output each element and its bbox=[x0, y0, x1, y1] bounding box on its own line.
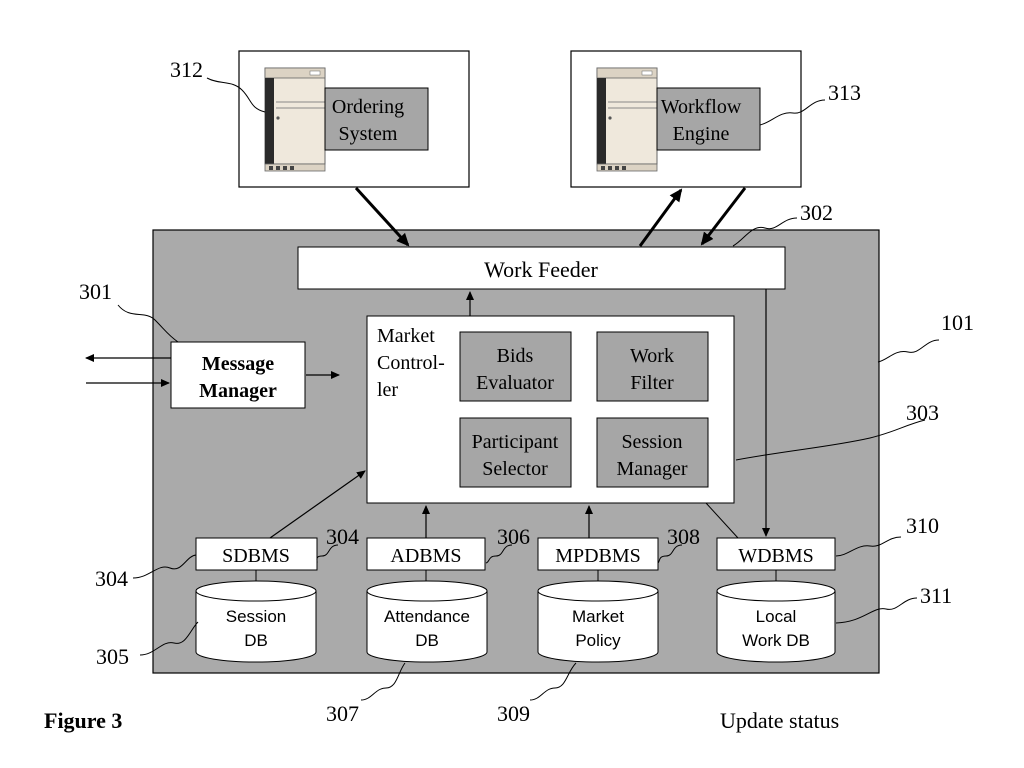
leader-313 bbox=[759, 99, 826, 126]
leader-308 bbox=[657, 544, 683, 564]
attendance-db-line2: DB bbox=[415, 631, 439, 650]
message-manager-label-line1: Message bbox=[202, 353, 274, 375]
arrow-workflow-to-feeder bbox=[700, 187, 747, 246]
work-filter-line1: Work bbox=[630, 345, 674, 367]
arrow-ordering-to-feeder bbox=[354, 186, 410, 247]
market-policy-line2: Policy bbox=[575, 631, 621, 650]
ref-301: 301 bbox=[79, 279, 112, 304]
workflow-server-icon bbox=[596, 67, 658, 172]
line-controller-to-wdbms bbox=[705, 502, 739, 539]
reference-leaders bbox=[117, 77, 940, 701]
mpdbms-box: MPDBMS bbox=[537, 537, 659, 571]
work-filter-line2: Filter bbox=[630, 372, 674, 394]
leader-311 bbox=[835, 597, 918, 624]
workflow-engine-label-line2: Engine bbox=[673, 123, 730, 145]
ref-311: 311 bbox=[920, 583, 952, 608]
session-db-cylinder: Session DB bbox=[195, 580, 317, 663]
ordering-server-icon bbox=[264, 67, 326, 172]
sdbms-box: SDBMS bbox=[195, 537, 318, 571]
session-db-line1: Session bbox=[226, 607, 286, 626]
message-manager-label-line2: Manager bbox=[199, 380, 277, 402]
wdbms-label: WDBMS bbox=[738, 545, 814, 567]
local-work-db-cylinder: Local Work DB bbox=[716, 580, 836, 663]
ordering-system-label-line1: Ordering bbox=[332, 96, 404, 118]
ordering-system-label-box bbox=[324, 87, 429, 151]
market-policy-cylinder: Market Policy bbox=[537, 580, 659, 663]
work-feeder-box: Work Feeder bbox=[297, 246, 786, 290]
participant-selector-module: Participant Selector bbox=[459, 417, 572, 488]
local-work-db-line1: Local bbox=[756, 607, 797, 626]
local-work-db-line2: Work DB bbox=[742, 631, 810, 650]
sdbms-label: SDBMS bbox=[222, 545, 290, 567]
session-manager-module: Session Manager bbox=[596, 417, 709, 488]
session-manager-line1: Session bbox=[621, 431, 682, 453]
ref-303: 303 bbox=[906, 400, 939, 425]
leader-309 bbox=[529, 662, 577, 701]
ref-307: 307 bbox=[326, 701, 359, 726]
workflow-engine-panel: Workflow Engine bbox=[570, 50, 802, 188]
leader-306 bbox=[485, 544, 513, 564]
participant-selector-line1: Participant bbox=[472, 431, 559, 453]
leader-304-left bbox=[132, 554, 197, 579]
market-policy-line1: Market bbox=[572, 607, 624, 626]
work-filter-module: Work Filter bbox=[596, 331, 709, 402]
workflow-engine-label-line1: Workflow bbox=[661, 96, 742, 118]
adbms-box: ADBMS bbox=[366, 537, 486, 571]
adbms-label: ADBMS bbox=[390, 545, 461, 567]
ref-308: 308 bbox=[667, 524, 700, 549]
bids-evaluator-line1: Bids bbox=[497, 345, 534, 367]
ref-305: 305 bbox=[96, 644, 129, 669]
ref-101: 101 bbox=[941, 310, 974, 335]
arrow-sdbms-to-controller bbox=[269, 470, 366, 539]
market-controller-box: Market Control- ler Bids Evaluator Work … bbox=[366, 315, 735, 504]
bids-evaluator-line2: Evaluator bbox=[476, 372, 554, 394]
attendance-db-line1: Attendance bbox=[384, 607, 470, 626]
arrows bbox=[85, 186, 770, 539]
update-status-note: Update status bbox=[720, 708, 839, 733]
bids-evaluator-module: Bids Evaluator bbox=[459, 331, 572, 402]
leader-301 bbox=[117, 304, 179, 343]
arrow-feeder-to-workflow bbox=[638, 188, 683, 247]
leader-303 bbox=[735, 419, 926, 461]
market-controller-label-line3: ler bbox=[377, 379, 398, 401]
leader-312 bbox=[206, 77, 266, 113]
figure-caption: Figure 3 bbox=[44, 708, 122, 733]
ordering-system-label-line2: System bbox=[339, 123, 398, 145]
participant-selector-line2: Selector bbox=[482, 458, 548, 480]
ref-302: 302 bbox=[800, 200, 833, 225]
leader-302 bbox=[732, 217, 798, 247]
ref-310: 310 bbox=[906, 513, 939, 538]
message-manager-box: Message Manager bbox=[170, 341, 306, 409]
ref-304-right: 304 bbox=[326, 524, 359, 549]
ref-309: 309 bbox=[497, 701, 530, 726]
ref-312: 312 bbox=[170, 57, 203, 82]
session-manager-line2: Manager bbox=[616, 458, 687, 480]
ordering-system-panel: Ordering System bbox=[238, 50, 470, 188]
leader-304-right bbox=[316, 544, 339, 564]
attendance-db-cylinder: Attendance DB bbox=[366, 580, 488, 663]
market-controller-label-line1: Market bbox=[377, 325, 435, 347]
workflow-engine-label-box bbox=[656, 87, 761, 151]
wdbms-box: WDBMS bbox=[716, 537, 836, 571]
ref-306: 306 bbox=[497, 524, 530, 549]
session-db-line2: DB bbox=[244, 631, 268, 650]
ref-313: 313 bbox=[828, 80, 861, 105]
mpdbms-label: MPDBMS bbox=[555, 545, 641, 567]
leader-307 bbox=[360, 662, 406, 701]
leader-305 bbox=[139, 621, 199, 656]
market-controller-label-line2: Control- bbox=[377, 352, 445, 374]
leader-310 bbox=[835, 536, 902, 557]
work-feeder-label: Work Feeder bbox=[484, 257, 598, 282]
ref-304-left: 304 bbox=[95, 566, 128, 591]
leader-101 bbox=[877, 339, 940, 363]
